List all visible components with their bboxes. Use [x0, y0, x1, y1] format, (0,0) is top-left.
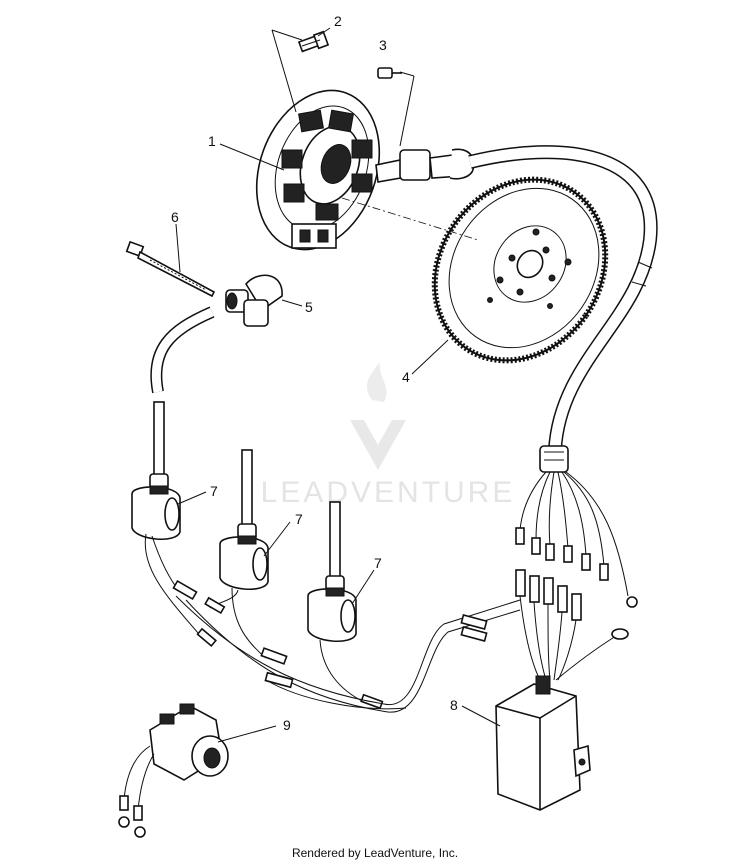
callout-9: 9	[283, 717, 291, 733]
callout-7-coil-3: 7	[374, 555, 382, 571]
callout-5: 5	[305, 299, 313, 315]
part-ignition-coil-1[interactable]	[131, 401, 181, 541]
coil-wiring	[144, 533, 521, 713]
alignment-line	[341, 197, 479, 241]
stator-wire-grommet	[375, 148, 475, 183]
part-nut[interactable]	[377, 67, 402, 79]
callout-2: 2	[334, 13, 342, 29]
part-starter-solenoid[interactable]	[118, 703, 229, 838]
callout-8: 8	[450, 697, 458, 713]
watermark-text: LEADVENTURE	[261, 476, 516, 509]
callout-7-coil-1: 7	[210, 483, 218, 499]
callout-1: 1	[208, 133, 216, 149]
part-flywheel[interactable]	[400, 146, 640, 393]
part-stator[interactable]	[235, 73, 400, 267]
callout-3: 3	[379, 37, 387, 53]
callout-7-coil-2: 7	[295, 511, 303, 527]
part-cdi-module[interactable]	[495, 675, 591, 811]
harness-connector-bundle	[515, 445, 638, 681]
leader-lines	[175, 27, 501, 743]
part-ignition-coil-3[interactable]	[307, 501, 357, 643]
footer-credit: Rendered by LeadVenture, Inc.	[291, 846, 459, 860]
part-screw[interactable]	[297, 30, 330, 53]
callout-6: 6	[171, 209, 179, 225]
part-cable-tie[interactable]	[125, 240, 216, 298]
callout-4: 4	[402, 369, 410, 385]
watermark: LEADVENTURE	[261, 362, 516, 509]
part-ignition-coil-2[interactable]	[219, 449, 269, 591]
part-spark-plug-cap[interactable]	[225, 274, 283, 327]
watermark-logo-icon	[350, 420, 406, 470]
